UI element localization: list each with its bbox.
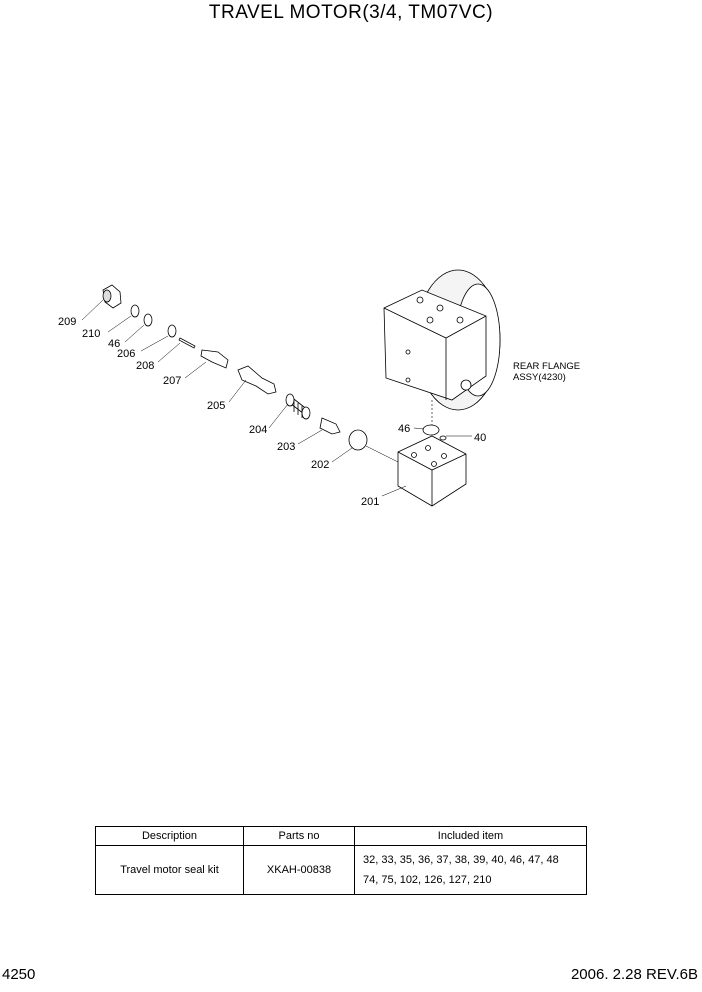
part-46-ring-left <box>143 313 153 327</box>
callout-201: 201 <box>361 496 379 508</box>
rear-flange-label-line1: REAR FLANGE <box>513 361 580 372</box>
callout-205: 205 <box>207 400 225 412</box>
table-header-row: Description Parts no Included item <box>95 826 587 846</box>
callout-206: 206 <box>117 348 135 360</box>
part-207-plunger <box>200 349 229 369</box>
cell-included-item: 32, 33, 35, 36, 37, 38, 39, 40, 46, 47, … <box>354 845 587 895</box>
page-title: TRAVEL MOTOR(3/4, TM07VC) <box>208 2 494 23</box>
part-204-spring <box>285 393 311 420</box>
header-parts-no: Parts no <box>243 826 355 846</box>
seal-kit-table: Description Parts no Included item Trave… <box>95 826 587 895</box>
part-40-ring <box>439 435 447 441</box>
part-202-cap <box>348 429 368 451</box>
cell-description: Travel motor seal kit <box>95 845 244 895</box>
part-46-ring-right <box>422 424 440 436</box>
header-included-item: Included item <box>354 826 587 846</box>
callout-208: 208 <box>136 360 154 372</box>
part-209-plug <box>102 284 122 309</box>
callout-46-right: 46 <box>398 423 410 435</box>
callout-46: 46 <box>108 338 120 350</box>
callout-209: 209 <box>58 316 76 328</box>
part-210-ring <box>130 304 140 318</box>
included-items-line-2: 74, 75, 102, 126, 127, 210 <box>363 874 492 886</box>
cell-parts-no: XKAH-00838 <box>243 845 355 895</box>
part-205-spool <box>237 365 277 395</box>
callout-40: 40 <box>474 432 486 444</box>
callout-210: 210 <box>82 328 100 340</box>
part-201-valve-block <box>397 435 467 507</box>
callout-202: 202 <box>311 459 329 471</box>
callout-204: 204 <box>249 424 267 436</box>
table-row: Travel motor seal kit XKAH-00838 32, 33,… <box>95 845 587 895</box>
rear-flange-assembly <box>383 269 501 411</box>
included-items-line-1: 32, 33, 35, 36, 37, 38, 39, 40, 46, 47, … <box>363 854 559 866</box>
header-description: Description <box>95 826 244 846</box>
part-203-bolt <box>319 417 341 435</box>
callout-203: 203 <box>277 441 295 453</box>
revision-date: 2006. 2.28 REV.6B <box>570 966 698 983</box>
part-206-ring <box>167 324 177 338</box>
callout-207: 207 <box>163 375 181 387</box>
rear-flange-label-line2: ASSY(4230) <box>513 372 566 383</box>
part-208-pin <box>178 337 196 349</box>
page-number: 4250 <box>2 966 36 983</box>
